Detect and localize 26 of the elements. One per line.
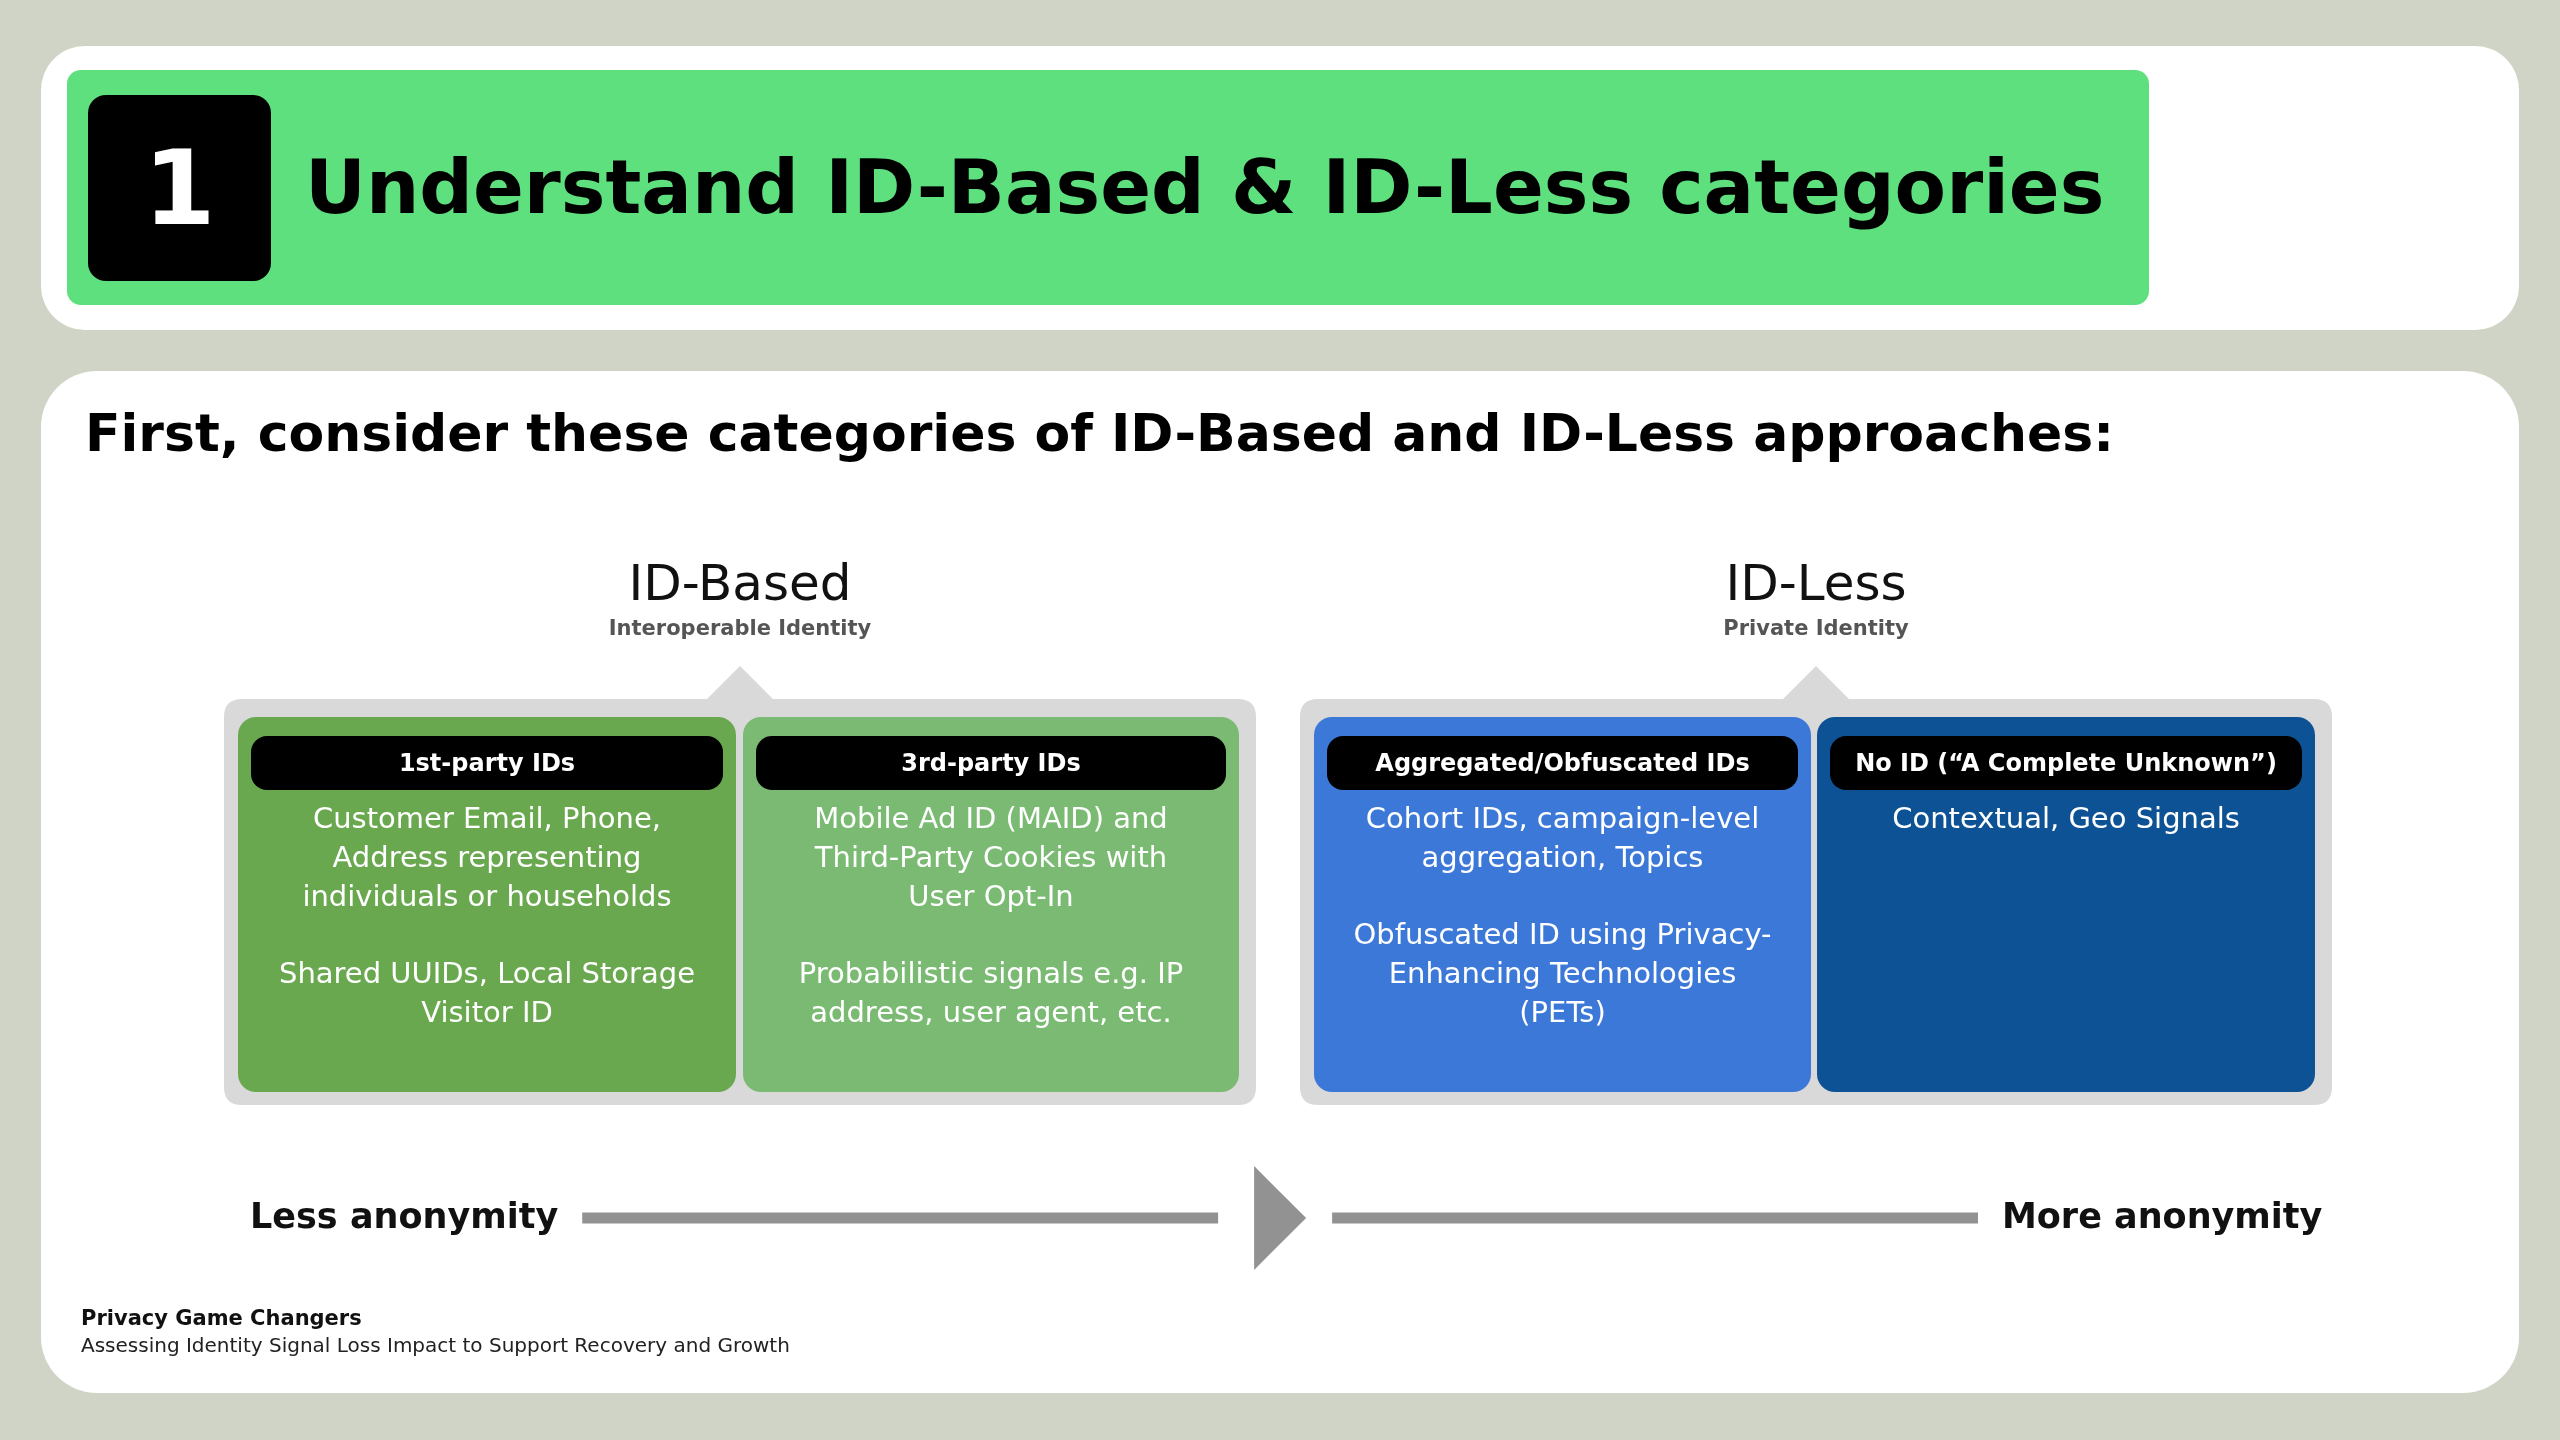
scale-label: More anonymity (2002, 1195, 2323, 1238)
section-heading: First, consider these categories of ID-Based and ID-Less approaches: (85, 402, 2114, 465)
category-label: No ID (“A Complete Unknown”) (1830, 736, 2302, 790)
footer-text: Assessing Identity Signal Loss Impact to Support Recovery and Growth (81, 1332, 790, 1359)
description-text: Probabilistic signals e.g. IP address, user agent, etc. (797, 955, 1185, 1031)
group-subtitle: Private Identity (1723, 615, 1909, 642)
category-card (1314, 717, 1811, 1092)
description-text: Mobile Ad ID (MAID) and Third-Party Cookies with User Opt-In (813, 800, 1169, 915)
category-label: Aggregated/Obfuscated IDs (1327, 736, 1798, 790)
title-text: Understand ID-Based & ID-Less categories (305, 142, 2105, 233)
category-label: 1st-party IDs (251, 736, 723, 790)
group-title: ID-Less (1725, 553, 1907, 614)
description-text: Shared UUIDs, Local Storage Visitor ID (277, 955, 696, 1031)
group-subtitle: Interoperable Identity (608, 615, 872, 642)
description-text: Customer Email, Phone, Address representing individuals or households (301, 800, 673, 915)
description-text: Cohort IDs, campaign-level aggregation, Topics (1364, 800, 1761, 876)
group-title: ID-Based (628, 553, 852, 614)
category-card (743, 717, 1239, 1092)
category-card (1817, 717, 2315, 1092)
scale-label: Less anonymity (250, 1195, 559, 1238)
category-card (238, 717, 736, 1092)
description-text: Obfuscated ID using Privacy-Enhancing Technologies (PETs) (1352, 916, 1773, 1031)
category-label: 3rd-party IDs (756, 736, 1226, 790)
step-number: 1 (88, 95, 271, 281)
description-text: Contextual, Geo Signals (1892, 800, 2240, 837)
footer-title: Privacy Game Changers (81, 1305, 362, 1332)
